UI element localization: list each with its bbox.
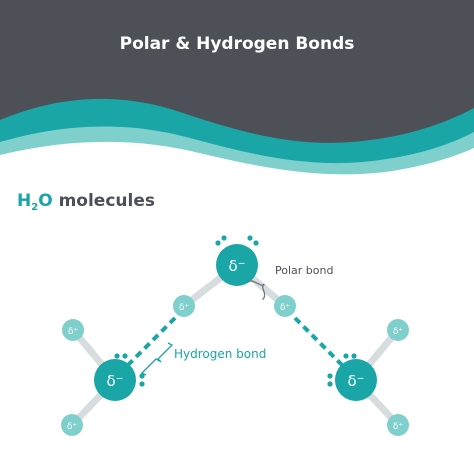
lone-pair-dot: [221, 235, 227, 241]
hydrogen-atom: [387, 414, 409, 436]
lone-pair-dot: [114, 353, 120, 359]
hydrogen-atom: [173, 295, 195, 317]
hydrogen-charge: δ⁺: [67, 422, 78, 432]
wave-white: [0, 141, 474, 200]
oxygen-atom: [216, 244, 258, 286]
subtitle-sub: 2: [31, 202, 38, 213]
lone-pair-dot: [215, 240, 221, 246]
hydrogen-bond-annotation: Hydrogen bond: [140, 342, 266, 376]
lone-pair-dot: [343, 353, 349, 359]
lone-pair-dot: [351, 353, 357, 359]
polar-bond-bracket: [247, 280, 266, 301]
header-banner: Polar & Hydrogen Bonds: [0, 0, 474, 200]
oxygen-atom-right: δ⁻: [327, 353, 377, 401]
hydrogen-bond-right: [293, 316, 345, 368]
hydrogen-bond-left: [125, 316, 177, 368]
oxygen-charge: δ⁻: [228, 257, 245, 275]
hydrogen-atom: [274, 295, 296, 317]
hydrogen-atom-top-right: δ⁺: [274, 295, 296, 317]
lone-pair-dot: [139, 381, 145, 387]
subtitle-rest: molecules: [53, 191, 155, 211]
polar-bond-annotation: Polar bond: [247, 264, 333, 301]
oxygen-charge: δ⁻: [347, 372, 364, 390]
oxygen-atom: [335, 359, 377, 401]
hydrogen-atoms: δ⁺ δ⁺ δ⁺ δ⁺ δ⁺ δ⁺: [61, 295, 409, 436]
hydrogen-bond-label: Hydrogen bond: [174, 347, 266, 361]
hydrogen-charge: δ⁺: [68, 327, 79, 337]
oxygen-charge: δ⁻: [106, 372, 123, 390]
hydrogen-atom-top-left: δ⁺: [173, 295, 195, 317]
hydrogen-atom-right-upper: δ⁺: [387, 319, 409, 341]
hydrogen-charge: δ⁺: [179, 303, 190, 313]
page-title: Polar & Hydrogen Bonds: [120, 34, 355, 54]
lone-pair-dot: [122, 353, 128, 359]
oxygen-atom: [94, 359, 136, 401]
hydrogen-atom: [387, 319, 409, 341]
hydrogen-charge: δ⁺: [393, 327, 404, 337]
polar-bond-label: Polar bond: [275, 264, 333, 277]
lone-pair-dot: [327, 381, 333, 387]
lone-pair-dot: [253, 240, 259, 246]
hydrogen-atom-left-lower: δ⁺: [61, 414, 83, 436]
hydrogen-atom: [61, 414, 83, 436]
lone-pair-dot: [247, 235, 253, 241]
polar-bonds: [68, 261, 402, 429]
hydrogen-atom-right-lower: δ⁺: [387, 414, 409, 436]
oxygen-atom-left: δ⁻: [94, 353, 145, 401]
molecules-heading: H2O molecules: [17, 191, 155, 213]
hydrogen-charge: δ⁺: [393, 422, 404, 432]
hydrogen-bond-bracket: [140, 342, 174, 376]
hydrogen-charge: δ⁺: [280, 303, 291, 313]
lone-pair-dot: [327, 373, 333, 379]
hydrogen-atom-left-upper: δ⁺: [62, 319, 84, 341]
oxygen-atom-top: δ⁻: [215, 235, 259, 286]
lone-pair-dot: [139, 373, 145, 379]
hydrogen-atom: [62, 319, 84, 341]
subtitle-o: O: [38, 191, 52, 211]
subtitle-h: H: [17, 191, 31, 211]
